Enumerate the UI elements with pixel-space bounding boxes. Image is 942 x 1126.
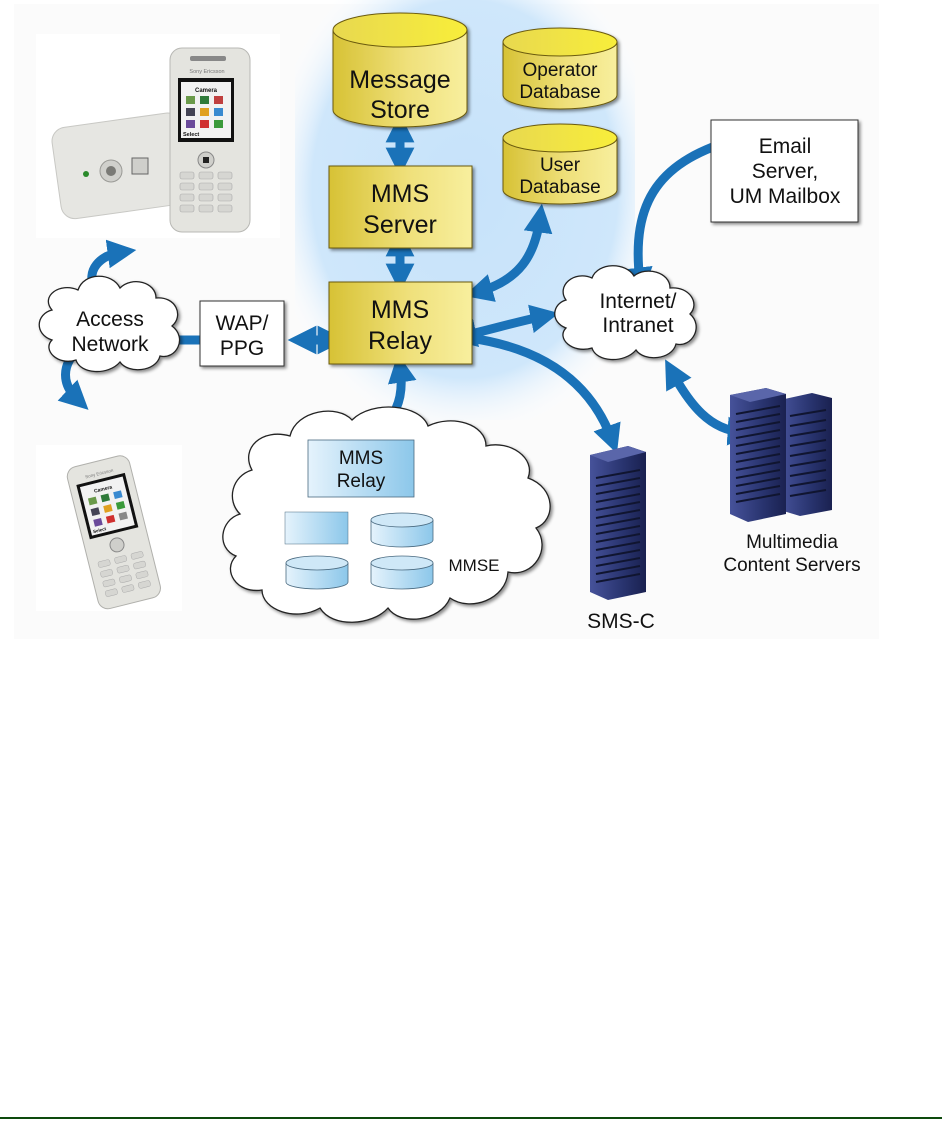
- user-db-label-2: Database: [519, 177, 600, 198]
- internet-intranet-cloud: [554, 265, 697, 361]
- mmse-db-3: [370, 555, 434, 590]
- mmse-label: MMSE: [449, 556, 500, 575]
- footer-divider: [0, 1117, 942, 1119]
- wap-ppg-label-1: WAP/: [216, 312, 269, 335]
- mmse-relay-box: [307, 439, 415, 498]
- mmse-relay-label-1: MMS: [339, 448, 383, 469]
- access-network-cloud: [38, 275, 181, 373]
- mmse-box: [284, 511, 349, 545]
- phone-top-image: Sony Ericsson Camera Select: [36, 34, 280, 238]
- access-network-label-2: Network: [71, 333, 149, 356]
- message-store-label-2: Store: [370, 96, 430, 124]
- wap-ppg-box: [199, 300, 285, 367]
- mms-relay-label-2: Relay: [368, 327, 432, 355]
- access-network-label-1: Access: [76, 308, 144, 331]
- mms-server-box: [328, 165, 473, 249]
- phone-bottom-image: Sony Ericsson Camera Select: [36, 445, 182, 611]
- email-server-label-2: Server,: [752, 160, 819, 183]
- operator-db-label-2: Database: [519, 82, 600, 103]
- arrow-relay-smsc: [469, 333, 621, 454]
- operator-database: [502, 27, 618, 110]
- mms-relay-label-1: MMS: [371, 296, 429, 324]
- content-servers-label-2: Content Servers: [723, 555, 860, 576]
- mms-relay-box: [328, 281, 473, 365]
- phone-top-brand: Sony Ericsson: [189, 69, 224, 75]
- internet-label-1: Internet/: [599, 290, 676, 313]
- phone-top-softkey: Select: [183, 132, 199, 138]
- mmse-relay-label-2: Relay: [337, 471, 386, 492]
- phone-bottom-screen-title: Camera: [94, 484, 113, 494]
- phone-bottom-brand: Sony Ericsson: [85, 468, 115, 480]
- email-server-label-3: UM Mailbox: [730, 185, 841, 208]
- content-servers-label-1: Multimedia: [746, 532, 838, 553]
- email-server-box: [710, 119, 859, 223]
- internet-label-2: Intranet: [602, 314, 673, 337]
- phone-top-screen-title: Camera: [195, 88, 218, 94]
- phone-bottom-app-icons: [87, 490, 128, 527]
- mms-server-label-2: Server: [363, 211, 437, 239]
- user-database: [502, 123, 618, 205]
- sms-c-label: SMS-C: [587, 610, 655, 633]
- phone-bottom-softkey: Select: [93, 526, 108, 534]
- phone-top-keypad: [179, 171, 233, 213]
- sms-c-server-icon: [590, 446, 646, 600]
- wap-ppg-label-2: PPG: [220, 337, 264, 360]
- mmse-db-2: [285, 555, 349, 590]
- message-store-db: [332, 12, 468, 128]
- content-servers-icon: [730, 388, 832, 522]
- operator-db-label-1: Operator: [523, 60, 599, 81]
- mmse-db-1: [370, 512, 434, 548]
- email-server-label-1: Email: [759, 135, 812, 158]
- mms-server-label-1: MMS: [371, 180, 429, 208]
- message-store-label-1: Message: [349, 66, 450, 94]
- arrow-relay-userdb: [464, 203, 553, 302]
- mms-architecture-diagram: Sony Ericsson Camera Select Sony Ericsso…: [36, 0, 861, 633]
- user-db-label-1: User: [540, 155, 581, 176]
- phone-top-app-icons: [186, 96, 223, 128]
